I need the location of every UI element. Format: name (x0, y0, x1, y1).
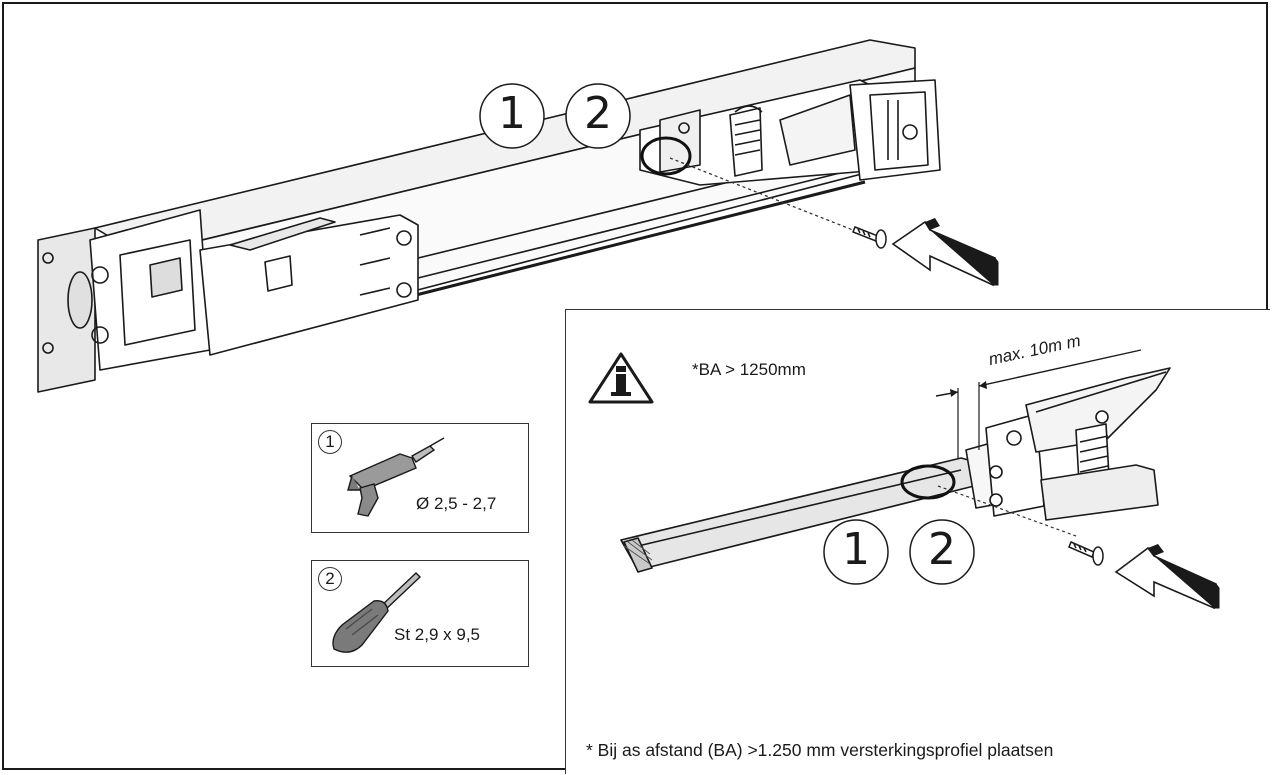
tool-box-screwdriver: 2 St 2,9 x 9,5 (311, 560, 529, 667)
callout-1-top: 1 (498, 88, 526, 139)
drill-hole-marker-detail (900, 464, 956, 500)
insert-arrow-icon-detail (1114, 544, 1220, 610)
insert-arrow-icon (891, 218, 999, 287)
warning-text: *BA > 1250mm (692, 360, 806, 379)
drill-icon (347, 437, 445, 517)
detail-panel: 1 2 *BA > 1250mm max. 10m m * Bij as afs… (565, 309, 1270, 774)
info-warning-icon (588, 352, 654, 404)
footnote: * Bij as afstand (BA) >1.250 mm versterk… (586, 740, 1054, 760)
callout-2-top: 2 (584, 88, 612, 139)
callout-2-detail: 2 (928, 524, 956, 575)
screwdriver-spec: St 2,9 x 9,5 (394, 625, 480, 644)
screw-icon-detail (1068, 541, 1104, 566)
drill-spec: Ø 2,5 - 2,7 (416, 494, 497, 513)
drill-hole-marker (640, 136, 692, 176)
screw-icon (852, 226, 887, 249)
tool-number-2: 2 (318, 567, 342, 591)
callout-1-detail: 1 (842, 524, 870, 575)
tool-number-1: 1 (318, 430, 342, 454)
reinforcement-profile-drawing (588, 349, 1220, 610)
tool-box-drill: 1 Ø 2,5 - 2,7 (311, 423, 529, 533)
screwdriver-icon (332, 572, 422, 653)
